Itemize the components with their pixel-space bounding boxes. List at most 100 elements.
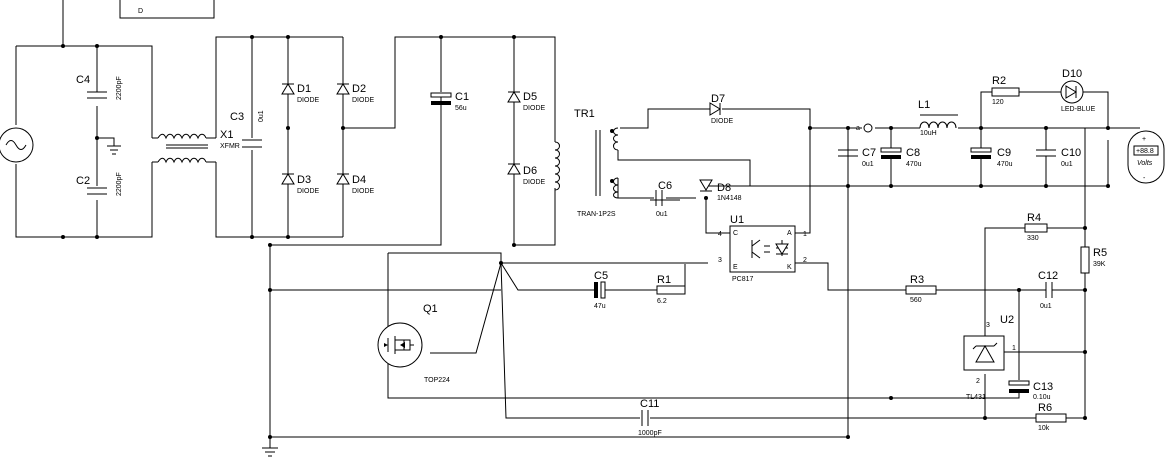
d2-ref: D2 (352, 83, 366, 95)
capacitor-c12 (1045, 282, 1053, 298)
capacitor-c9: C9 470u (970, 147, 1013, 168)
ground-symbol-primary (262, 437, 278, 457)
d5-ref: D5 (523, 91, 537, 103)
r3-value: 560 (910, 297, 922, 304)
tr1-value: TRAN-1P2S (577, 211, 616, 218)
u1-pin-e: E (733, 264, 738, 271)
d6-value: DIODE (523, 179, 546, 186)
u2-pin-1: 1 (1012, 345, 1016, 352)
capacitor-c13: C13 0.10u (1008, 380, 1053, 401)
c9-ref: C9 (997, 147, 1011, 159)
capacitor-c11 (641, 410, 649, 426)
d4-ref: D4 (352, 174, 366, 186)
c13-ref: C13 (1033, 381, 1053, 393)
led-d10: D10 LED-BLUE (1060, 68, 1096, 113)
c4-value: 2200pF (116, 76, 123, 100)
r6-ref: R6 (1038, 402, 1052, 414)
l1-value: 10uH (920, 130, 937, 137)
c6-value: 0u1 (656, 211, 668, 218)
d10-value: LED-BLUE (1061, 106, 1096, 113)
c13-value: 0.10u (1033, 394, 1051, 401)
r5-value: 39K (1093, 261, 1106, 268)
d10-ref: D10 (1062, 68, 1082, 80)
diode-d7: D7 DIODE (709, 93, 734, 125)
ac-source (0, 127, 34, 163)
diode-d6: D6 DIODE (507, 163, 546, 186)
resistor-r1: R1 6.2 (656, 274, 686, 305)
r1-ref: R1 (657, 274, 671, 286)
voltmeter-minus: - (1143, 175, 1146, 182)
diode-d2: D2 DIODE (336, 83, 375, 104)
resistor-r3: R3 560 (905, 274, 937, 304)
d7-value: DIODE (711, 118, 734, 125)
d8-value: 1N4148 (717, 195, 742, 202)
u2-pin-3: 3 (986, 322, 990, 329)
diode-d8: D8 1N4148 (699, 179, 742, 202)
capacitor-c10 (1036, 149, 1056, 157)
transistor-q1: Q1 TOP224 (377, 303, 450, 384)
q1-value: TOP224 (424, 377, 450, 384)
c10-value: 0u1 (1061, 161, 1073, 168)
c1-value: 56u (455, 105, 467, 112)
u1-ref: U1 (730, 214, 744, 226)
c11-value: 1000pF (638, 430, 662, 437)
diode-d5: D5 DIODE (507, 91, 546, 112)
c3-ref: C3 (230, 111, 244, 123)
voltmeter-plus: + (1142, 136, 1146, 143)
u2-value: TL431 (966, 394, 986, 401)
u2-pin-2: 2 (976, 378, 980, 385)
d8-ref: D8 (717, 182, 731, 194)
shunt-regulator-u2: U2 TL431 3 1 2 (963, 314, 1016, 401)
d2-value: DIODE (352, 97, 375, 104)
u1-pin-2: 2 (803, 257, 807, 264)
c7-ref: C7 (862, 147, 876, 159)
r2-ref: R2 (992, 75, 1006, 87)
test-point: a (856, 123, 873, 133)
capacitor-c6 (655, 190, 663, 206)
c5-value: 47u (594, 303, 606, 310)
capacitor-c5: C5 47u (594, 270, 608, 310)
d3-ref: D3 (297, 174, 311, 186)
resistor-r4: R4 330 (1024, 212, 1048, 242)
c5-ref: C5 (594, 270, 608, 282)
r6-value: 10k (1038, 425, 1050, 432)
capacitor-c2: C2 2200pF (76, 172, 123, 196)
q1-ref: Q1 (423, 303, 438, 315)
u1-pin-k: K (787, 264, 792, 271)
c8-ref: C8 (906, 147, 920, 159)
c7-node-label: a (856, 125, 860, 132)
ground-symbol-ac (107, 145, 121, 155)
diode-d3: D3 DIODE (281, 173, 320, 195)
c9-value: 470u (997, 161, 1013, 168)
d7-ref: D7 (711, 93, 725, 105)
r4-ref: R4 (1027, 212, 1041, 224)
transformer-x1 (152, 133, 216, 164)
r2-value: 120 (992, 99, 1004, 106)
c7-value: 0u1 (862, 161, 874, 168)
c1-ref: C1 (455, 91, 469, 103)
d5-value: DIODE (523, 105, 546, 112)
optocoupler-u1: C E A K 4 3 1 2 U1 PC817 (718, 214, 807, 283)
diode-d4: D4 DIODE (336, 173, 375, 195)
tr1-ref: TR1 (574, 108, 595, 120)
capacitor-c7 (838, 149, 858, 157)
diode-d1: D1 DIODE (281, 83, 320, 104)
u1-pin-c: C (733, 230, 738, 237)
c11-ref: C11 (640, 398, 659, 410)
voltmeter-unit: Volts (1137, 160, 1153, 167)
d1-ref: D1 (297, 83, 311, 95)
x1-value: XFMR (220, 143, 240, 150)
u1-value: PC817 (732, 276, 754, 283)
u2-ref: U2 (1000, 314, 1014, 326)
u1-pin-4: 4 (718, 231, 722, 238)
u1-pin-a: A (787, 230, 792, 237)
d3-value: DIODE (297, 188, 320, 195)
capacitor-c8: C8 470u (880, 147, 922, 168)
junctions (61, 35, 1110, 439)
top-box-label: D (138, 8, 143, 15)
c10-ref: C10 (1061, 147, 1081, 159)
c8-value: 470u (906, 161, 922, 168)
d4-value: DIODE (352, 188, 375, 195)
capacitor-c1: C1 56u (430, 91, 469, 112)
